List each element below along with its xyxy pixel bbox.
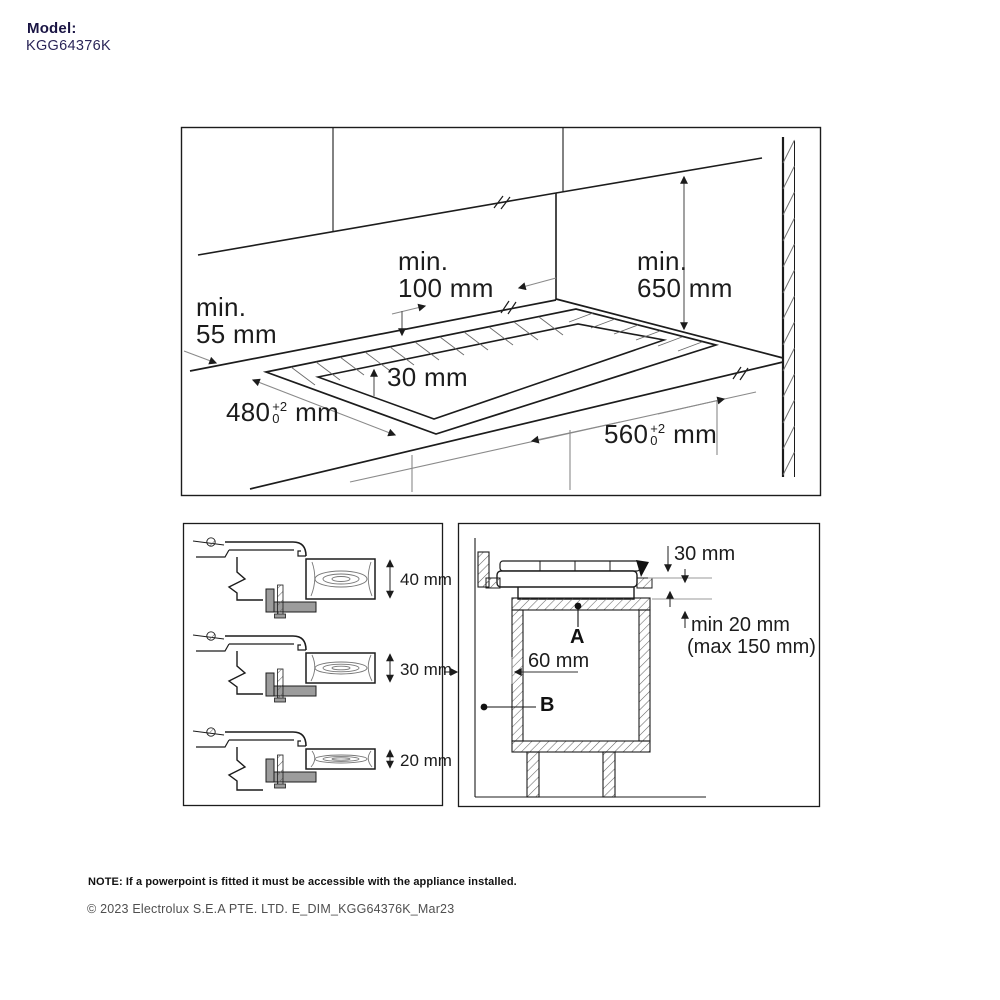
cabinet-side-section (444, 522, 821, 808)
wall-distance-label: 60 mm (528, 650, 590, 672)
thickness-option-40mm (192, 537, 394, 619)
top-view-drawing (180, 126, 822, 497)
side-section-dimensions (444, 546, 712, 711)
right-wall-section (781, 137, 795, 477)
countertop-cross-section (485, 577, 653, 589)
installation-note: NOTE: If a powerpoint is fitted it must … (88, 876, 517, 888)
back-wall-lines (197, 128, 763, 300)
worktop-thickness-section (182, 522, 444, 807)
marker-b-label: B (540, 694, 555, 716)
min-left-clearance-label: min. 55 mm (196, 292, 277, 349)
hob-cross-section (496, 560, 649, 600)
model-number: KGG64376K (26, 38, 111, 54)
marker-a-label: A (570, 626, 585, 648)
model-label: Model: (27, 20, 77, 37)
hob-height-label: 30 mm (674, 543, 736, 565)
gap-min-label: min 20 mm (691, 614, 790, 636)
thickness-40-label: 40 mm (400, 570, 452, 589)
thickness-30-label: 30 mm (400, 660, 452, 679)
room-wall-and-floor (474, 538, 706, 798)
min-back-clearance-label: min. 100 mm (398, 246, 494, 303)
top-view-dimensions (183, 175, 757, 492)
min-above-clearance-label: min. 650 mm (637, 246, 733, 303)
countertop-edges (189, 298, 784, 490)
gap-max-label: (max 150 mm) (687, 636, 816, 658)
thickness-20-label: 20 mm (400, 751, 452, 770)
copyright-line: © 2023 Electrolux S.E.A PTE. LTD. E_DIM_… (87, 902, 455, 916)
thickness-option-30mm (192, 631, 394, 703)
band-width-label: 30 mm (387, 362, 468, 392)
thickness-option-20mm (192, 727, 394, 791)
